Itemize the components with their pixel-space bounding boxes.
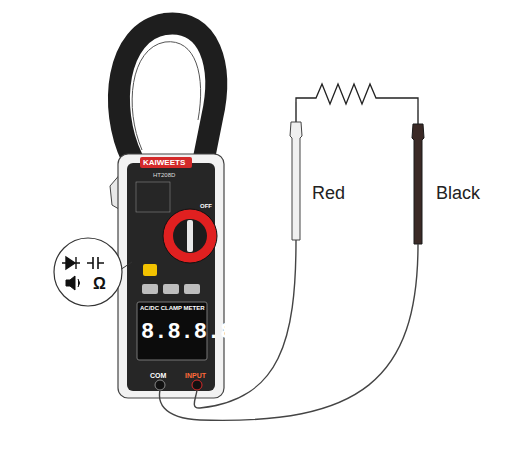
black-probe [412,124,424,244]
capacitor-symbol [87,257,104,269]
meter-body [118,154,224,398]
dial-pointer [187,220,193,252]
resistor-symbol [296,84,418,112]
button [142,284,158,294]
terminal-label: INPUT [185,372,206,379]
panel-marks [136,182,170,212]
button [184,284,200,294]
dial-knob [173,219,207,253]
clamp-jaw [119,23,216,158]
meter-face [127,163,215,391]
display-digits: 8.8.8.8 [141,322,233,344]
continuity-symbol [66,276,80,290]
meter-type: AC/DC CLAMP METER [140,305,205,311]
rotary-dial [163,209,217,263]
probe-label: Red [312,184,345,202]
dial-label: OFF [200,203,212,209]
ohm-symbol: Ω [93,276,106,292]
brand-bar [140,157,192,168]
terminal-label: COM [150,372,166,379]
com-terminal [155,380,165,390]
diode-symbol [62,257,80,269]
button [143,264,157,276]
probe-tip [295,102,297,122]
brand-name: KAIWEETS [143,159,185,167]
probe-label: Black [436,184,480,202]
callout-circle [54,238,122,306]
model-number: HT208D [153,172,175,178]
red-probe [290,122,302,240]
probe-tip [417,110,419,124]
input-terminal [192,380,202,390]
jaw-edge [132,42,201,150]
button [163,284,179,294]
